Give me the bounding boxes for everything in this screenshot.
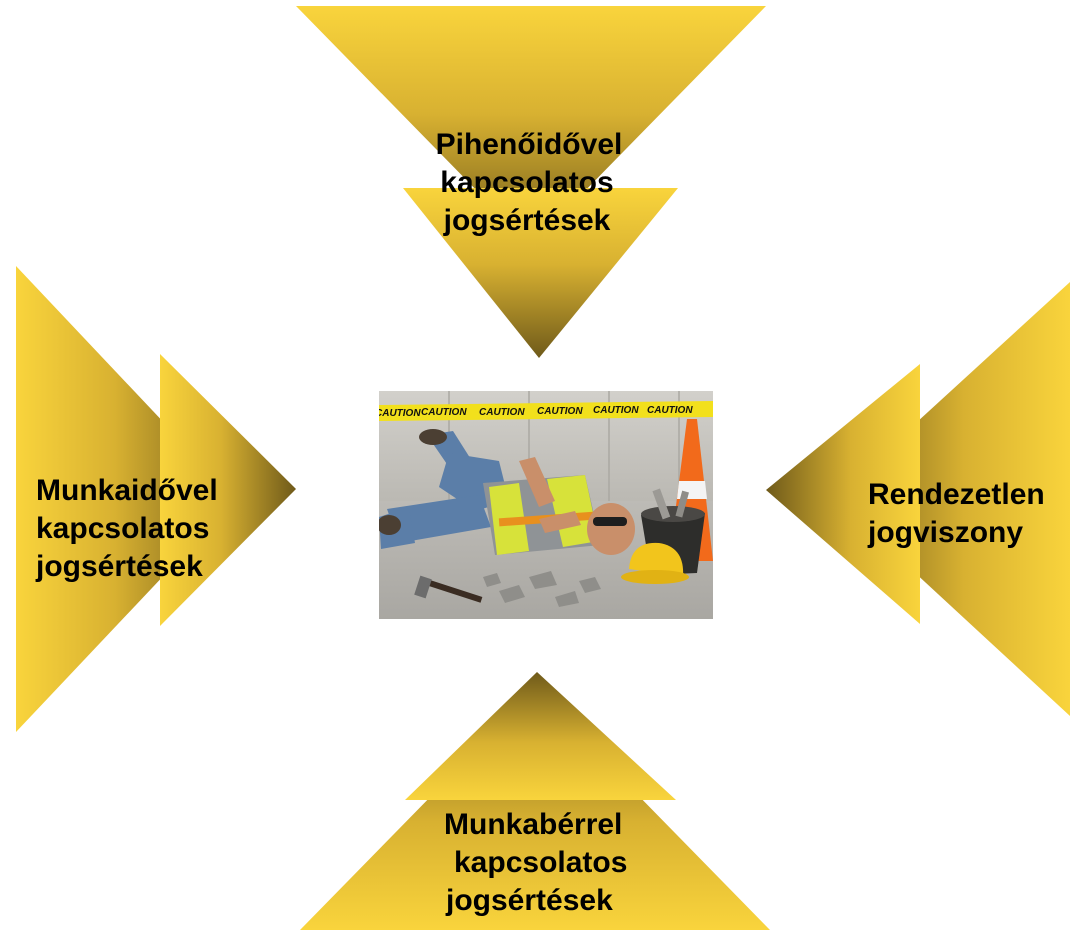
caution-tape: CAUTION CAUTION CAUTION CAUTION CAUTION …: [379, 401, 713, 421]
arrow-left: [16, 266, 296, 732]
arrow-left-back: [16, 266, 236, 732]
tape-text-6: CAUTION: [647, 405, 693, 416]
accident-photo: CAUTION CAUTION CAUTION CAUTION CAUTION …: [379, 391, 713, 619]
arrow-bottom-label-line-2: kapcsolatos: [454, 846, 628, 879]
arrow-bottom-front: [405, 672, 676, 800]
arrow-top: [296, 6, 766, 358]
arrow-top-back: [296, 6, 766, 246]
tape-text-5: CAUTION: [593, 405, 639, 416]
tape-text-4: CAUTION: [537, 406, 583, 417]
arrow-left-label: Munkaidővel kapcsolatos jogsértések: [36, 472, 218, 586]
arrow-left-label-line-1: Munkaidővel: [36, 474, 218, 507]
hard-hat: [621, 542, 689, 584]
worker-boot-2: [379, 515, 401, 535]
hammer: [414, 575, 483, 603]
concrete-debris: [483, 571, 601, 607]
arrow-top-label: Pihenőidővel kapcsolatos jogsértések: [424, 126, 630, 240]
arrow-right-back: [834, 282, 1070, 716]
arrow-bottom-label-line-3: jogsértések: [446, 884, 613, 917]
tape-text-2: CAUTION: [421, 407, 467, 418]
arrow-bottom-back: [300, 690, 770, 930]
arrow-right-label-line-2: jogviszony: [868, 516, 1024, 549]
arrow-right-label-line-1: Rendezetlen: [868, 478, 1045, 511]
worker-boot-1: [419, 429, 447, 445]
arrow-left-label-line-2: kapcsolatos: [36, 512, 210, 545]
arrow-right-front: [766, 364, 920, 624]
arrow-top-label-line-1: Pihenőidővel: [435, 128, 623, 161]
arrow-bottom-label: Munkabérrel kapcsolatos jogsértések: [444, 806, 627, 920]
arrow-right: [766, 282, 1070, 716]
worker-arms: [519, 457, 581, 533]
arrow-top-label-line-2: kapcsolatos: [440, 166, 614, 199]
tape-text-3: CAUTION: [479, 407, 525, 418]
arrow-top-label-line-3: jogsértések: [443, 204, 611, 237]
arrow-top-front: [403, 188, 678, 358]
arrow-bottom: [300, 672, 770, 930]
arrow-left-label-line-3: jogsértések: [36, 550, 203, 583]
arrow-bottom-label-line-1: Munkabérrel: [444, 808, 623, 841]
worker-head: [587, 503, 635, 555]
arrow-left-front: [160, 354, 296, 626]
worker-torso: [483, 475, 601, 555]
arrow-right-label: Rendezetlen jogviszony: [868, 476, 1045, 552]
tape-text-1: CAUTION: [379, 408, 421, 419]
